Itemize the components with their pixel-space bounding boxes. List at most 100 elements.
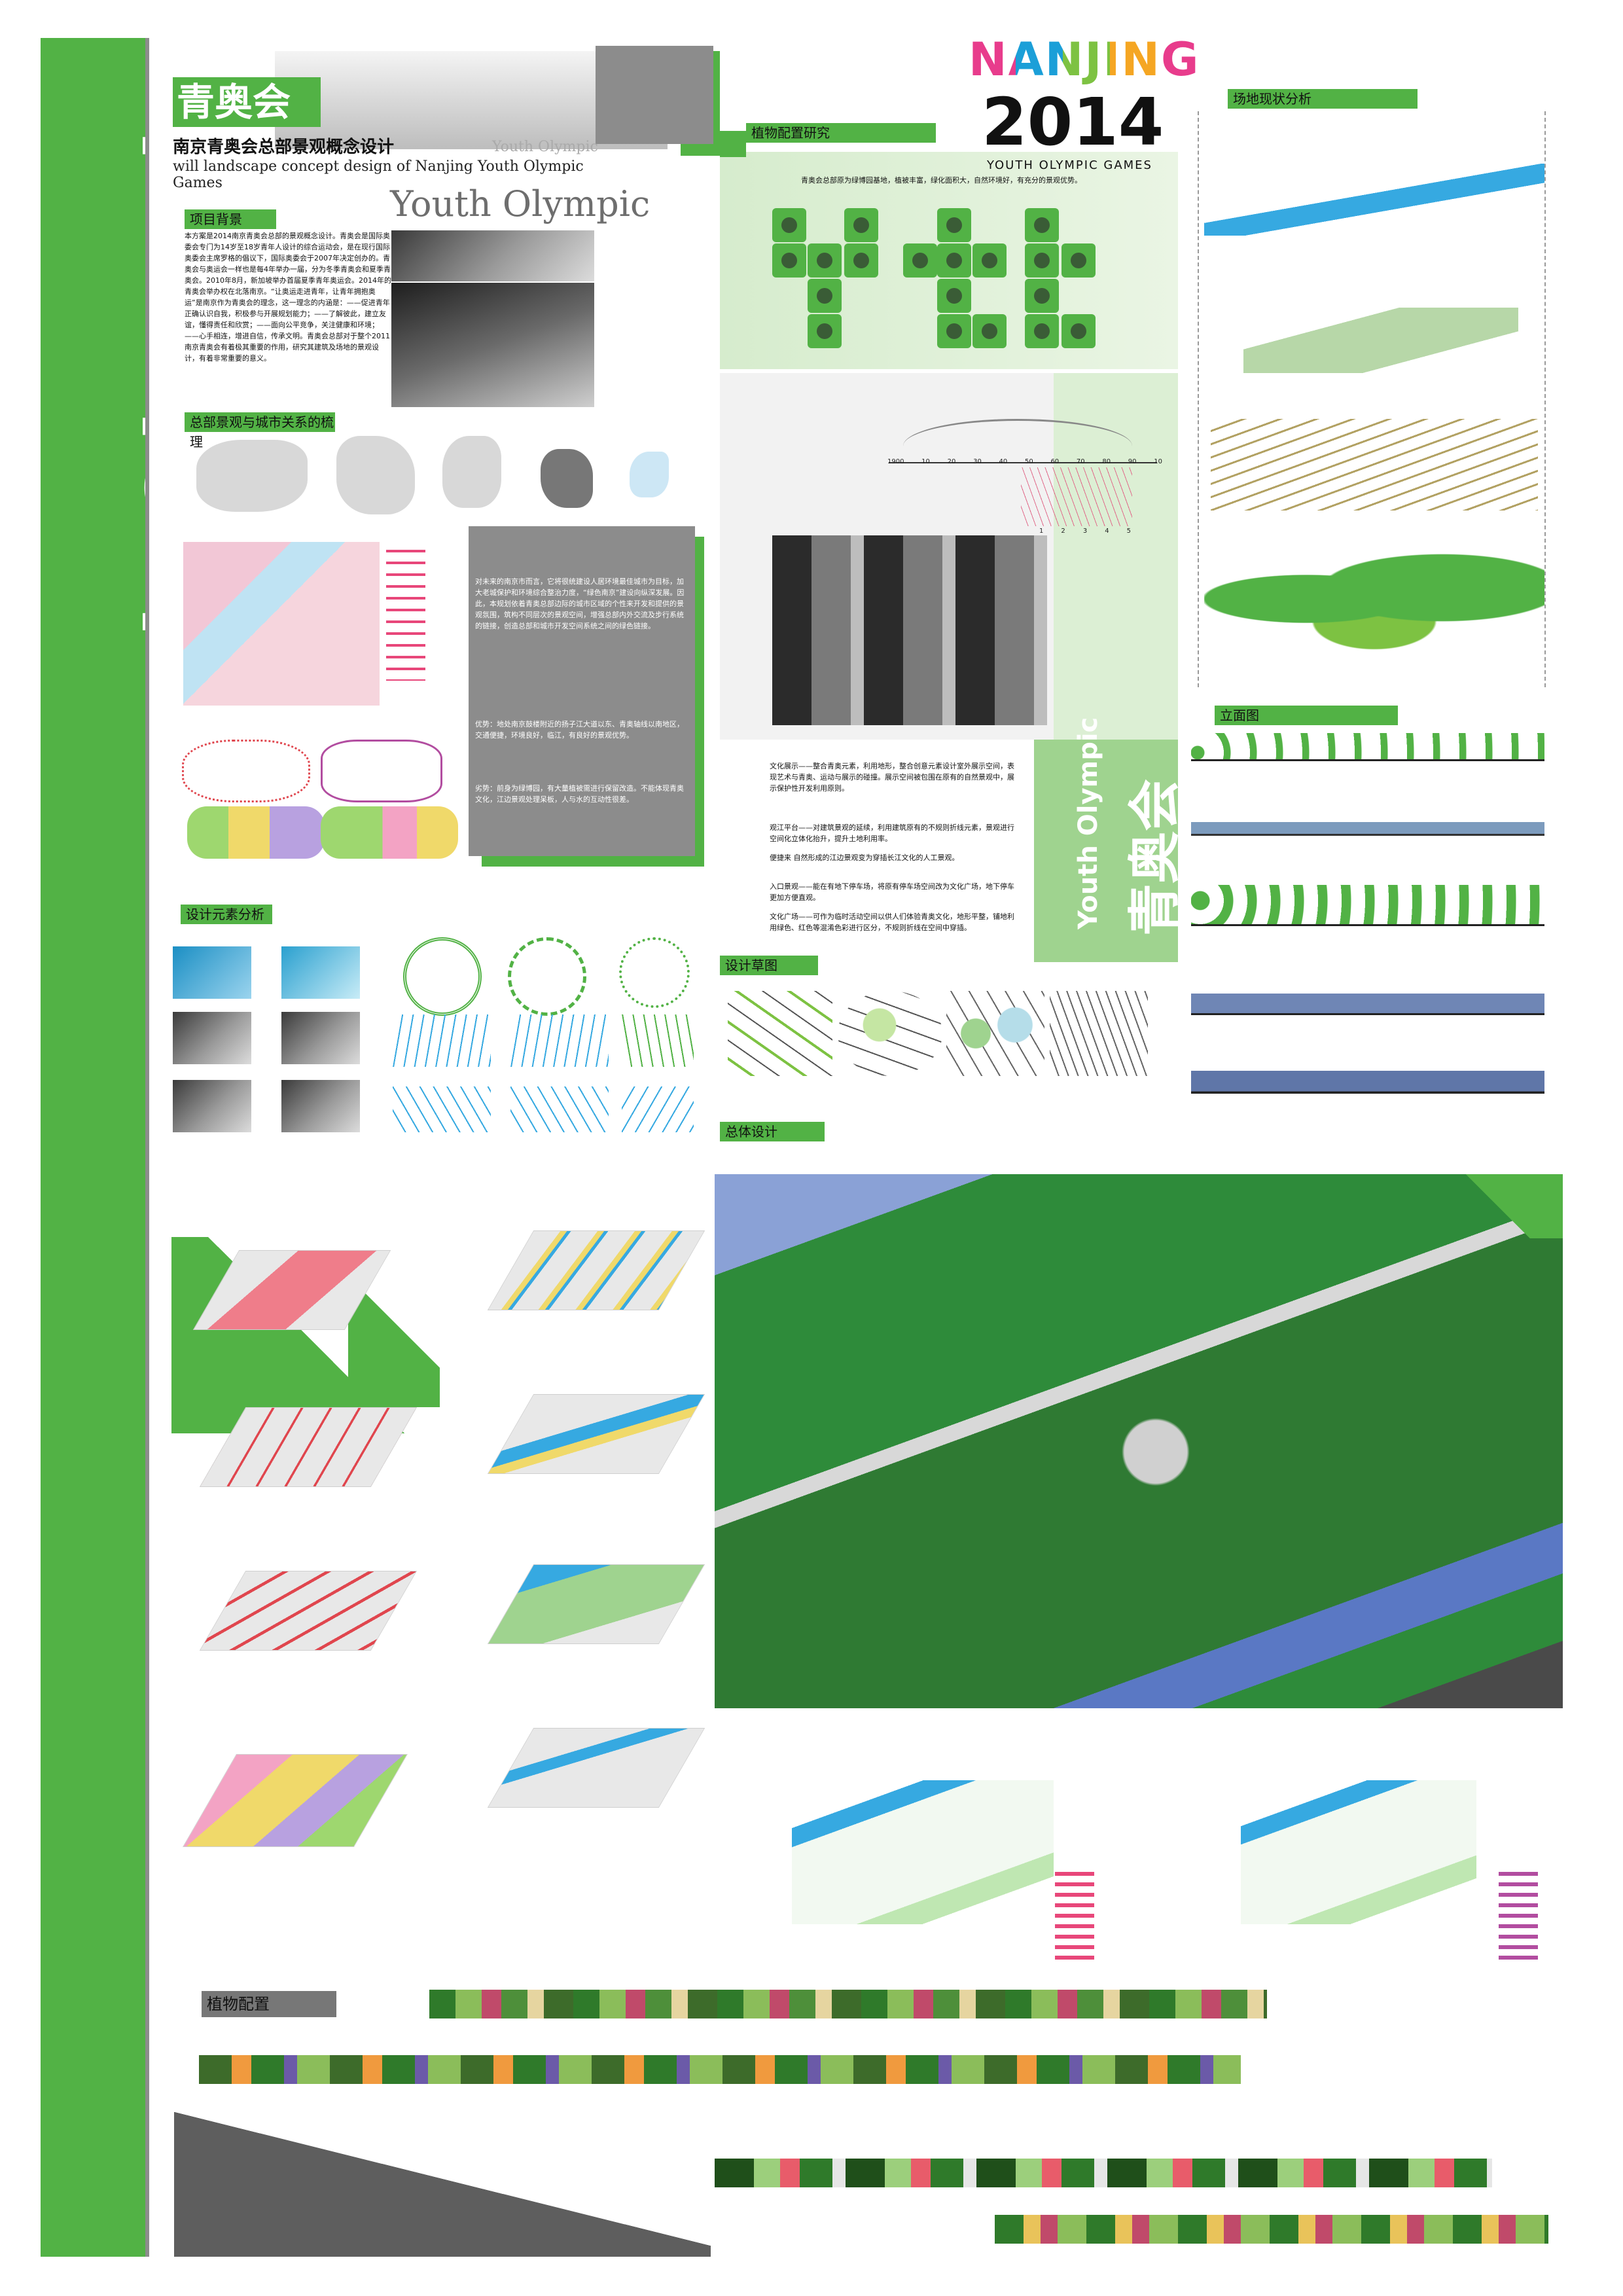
plant-swatch: [808, 279, 842, 313]
elevation-2: [1191, 806, 1544, 846]
concentric-circles-1: [403, 937, 482, 1016]
plant-swatch: [1025, 314, 1059, 348]
plant-swatch: [772, 243, 806, 278]
zoning-legend-1: [1055, 1872, 1094, 1964]
section-plant-research: 植物配置研究: [746, 123, 936, 143]
plant-swatch: [772, 208, 806, 242]
culture-line-1: 文化展示——整合青奥元素，利用地形，整合创意元素设计室外展示空间，表现艺术与青奥…: [770, 762, 1014, 793]
plant-swatch: [844, 208, 878, 242]
plant-swatch: [1061, 243, 1096, 278]
plant-photo-strip: [429, 1990, 1267, 2018]
sub-tick: 2: [1061, 528, 1065, 535]
site-analysis-guide: [1544, 111, 1547, 687]
concentric-circles-2: [508, 937, 586, 1016]
sub-tick: 3: [1082, 528, 1088, 535]
tick-label: 30: [973, 458, 982, 465]
section-design-elements: 设计元素分析: [181, 905, 272, 924]
plant-caption: 青奥会总部原为绿博园基地，植被丰富，绿化面积大，自然环境好，有充分的景观优势。: [801, 176, 1082, 185]
sketch-3: [946, 991, 1044, 1076]
greenery-layer: [1204, 543, 1544, 655]
city-road-map: [183, 542, 380, 706]
road-photo: [391, 230, 594, 281]
road-layer: [1211, 419, 1538, 511]
sketch-2: [838, 991, 942, 1076]
tick-label: 50: [1024, 458, 1033, 465]
axon-diagram-5: [199, 1571, 418, 1651]
subtitle-cn: 南京青奥会总部景观概念设计: [173, 137, 395, 157]
axon-diagram-8: [487, 1728, 705, 1808]
tick-label: 80: [1102, 458, 1111, 465]
wave-photo-1: [173, 1080, 251, 1132]
tick-label: 10: [1154, 458, 1162, 465]
analysis-intro: 对未来的南京市而言，它将很统建设人居环境最佳城市为目标，加大老城保护和环境综合整…: [475, 577, 685, 630]
tick-label: 20: [947, 458, 956, 465]
wave-lines-2: [510, 1014, 609, 1067]
section-site-analysis: 场地现状分析: [1228, 89, 1418, 109]
axon-diagram-6: [487, 1564, 705, 1644]
axon-diagram-2: [487, 1230, 705, 1310]
city-map: [442, 436, 501, 508]
culture-line-4: 入口景观——能在有地下停车场，将原有停车场空间改为文化广场，地下停车更加方便直观…: [770, 882, 1014, 902]
plant-photo-strip: [995, 2215, 1548, 2244]
culture-vertical-en: Youth Olympic: [1073, 717, 1103, 929]
tick-label: 60: [1050, 458, 1060, 465]
elevation-4: [1191, 982, 1544, 1021]
zoning-plan-2: [1241, 1780, 1476, 1924]
plant-swatch: [937, 243, 971, 278]
plant-swatch: [1025, 208, 1059, 242]
timeline-fan: [1021, 467, 1132, 526]
tick-label: 90: [1128, 458, 1137, 465]
stone-photo-1: [173, 1012, 251, 1064]
timeline-sub-ticks: 1 2 3 4 5: [1039, 528, 1131, 535]
sub-tick: 5: [1126, 528, 1131, 535]
section-master-plan: 总体设计: [720, 1122, 825, 1141]
plant-swatch: [937, 279, 971, 313]
plant-swatch: [808, 243, 842, 278]
nanjing-logo-tagline: YOUTH OLYMPIC GAMES: [987, 158, 1152, 172]
plant-swatch: [972, 314, 1007, 348]
water-photo-1: [173, 946, 251, 999]
water-layer: [1204, 164, 1544, 236]
plant-swatch: [1025, 243, 1059, 278]
section-project-background: 项目背景: [185, 209, 276, 229]
master-plan-corner: [1433, 1174, 1563, 1238]
plant-swatch: [808, 314, 842, 348]
wave-lines-1: [393, 1014, 491, 1067]
plant-swatch: [937, 208, 971, 242]
stone-photo-2: [281, 1012, 360, 1064]
tick-label: 70: [1076, 458, 1085, 465]
water-photo-2: [281, 946, 360, 999]
plant-swatch: [1025, 279, 1059, 313]
analysis-box: [469, 526, 695, 856]
axon-diagram-4: [487, 1394, 705, 1474]
section-sketch: 设计草图: [720, 956, 818, 975]
plant-swatch: [937, 314, 971, 348]
zoning-plan-1: [792, 1780, 1054, 1924]
subtitle-en: will landscape concept design of Nanjing…: [173, 158, 584, 191]
sub-tick: 1: [1039, 528, 1044, 535]
concentric-circles-3: [619, 937, 690, 1008]
cyclists-photo: [391, 283, 594, 407]
timeline-arc: [903, 419, 1132, 473]
analysis-advantage: 优势：地处南京鼓楼附近的扬子江大道以东、青奥轴线以南地区，交通便捷，环境良好，临…: [475, 720, 684, 740]
sketch-1: [728, 991, 832, 1076]
site-photo-collage: [772, 535, 1047, 725]
culture-panel-accent: [1034, 740, 1178, 962]
plant-swatch: [903, 243, 937, 278]
sketch-4: [1050, 991, 1148, 1076]
section-elevation: 立面图: [1215, 706, 1398, 725]
mountain-lines-3: [622, 1086, 694, 1132]
plant-swatch: [844, 243, 878, 278]
header-grey-block: [596, 46, 713, 144]
plant-photo-strip: [715, 2159, 1492, 2187]
wave-photo-2: [281, 1080, 360, 1132]
background-text: 本方案是2014南京青奥会总部的景观概念设计。青奥会是国际奥委会专门为14岁至1…: [185, 232, 391, 363]
analysis-disadvantage: 劣势：前身为绿博园，有大量植被需进行保留改造。不能体现青奥文化，江边景观处理呆板…: [475, 784, 684, 804]
master-plan-render: [715, 1174, 1563, 1708]
section-plant-config: 植物配置: [202, 1991, 336, 2017]
elevation-1: [1191, 733, 1544, 761]
mountain-lines-2: [510, 1086, 609, 1132]
left-banner: Youth Olympic Games: [41, 0, 241, 2257]
tick-label: 10: [921, 458, 930, 465]
sub-tick: 4: [1105, 528, 1109, 535]
